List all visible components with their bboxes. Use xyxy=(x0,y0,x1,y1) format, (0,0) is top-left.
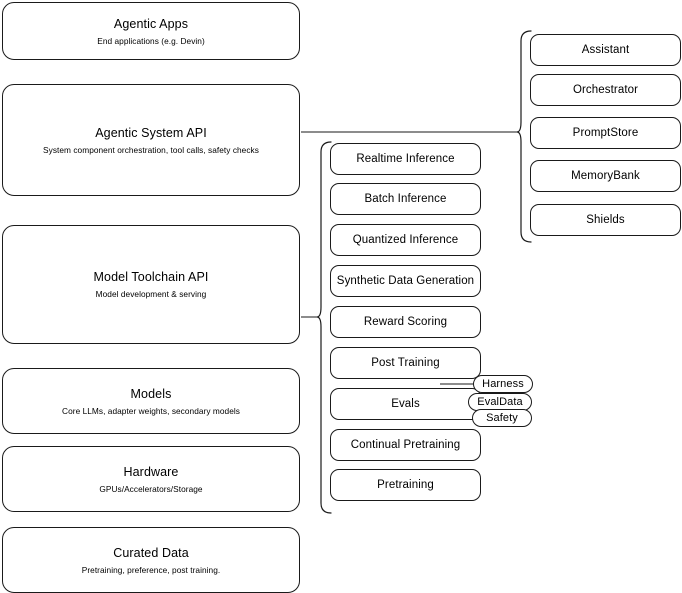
toolchain-item-batch-inference[interactable]: Batch Inference xyxy=(330,183,481,215)
system-item-label: Shields xyxy=(586,214,625,226)
evals-badge-label: Safety xyxy=(486,412,518,424)
toolchain-item-post-training[interactable]: Post Training xyxy=(330,347,481,379)
layer-title: Hardware xyxy=(123,464,179,479)
toolchain-item-realtime-inference[interactable]: Realtime Inference xyxy=(330,143,481,175)
system-item-label: Assistant xyxy=(581,44,630,56)
stack-layer-models[interactable]: Models Core LLMs, adapter weights, secon… xyxy=(2,368,300,434)
layer-title: Agentic System API xyxy=(95,125,207,140)
toolchain-item-label: Batch Inference xyxy=(364,193,447,205)
layer-title: Curated Data xyxy=(113,545,189,560)
system-item-label: PromptStore xyxy=(572,127,639,139)
stack-layer-agentic-system-api[interactable]: Agentic System API System component orch… xyxy=(2,84,300,196)
toolchain-item-label: Post Training xyxy=(371,357,440,369)
layer-title: Models xyxy=(130,386,172,401)
layer-subtitle: Pretraining, preference, post training. xyxy=(81,564,221,575)
system-item-shields[interactable]: Shields xyxy=(530,204,681,236)
brace-system-api xyxy=(516,30,532,243)
layer-subtitle: System component orchestration, tool cal… xyxy=(43,144,259,155)
toolchain-item-label: Pretraining xyxy=(377,479,434,491)
layer-title: Model Toolchain API xyxy=(93,270,209,284)
stack-layer-hardware[interactable]: Hardware GPUs/Accelerators/Storage xyxy=(2,446,300,512)
toolchain-item-label: Quantized Inference xyxy=(352,234,459,246)
toolchain-item-continual-pretraining[interactable]: Continual Pretraining xyxy=(330,429,481,461)
system-item-label: Orchestrator xyxy=(572,84,639,96)
layer-subtitle: Core LLMs, adapter weights, secondary mo… xyxy=(62,405,240,416)
evals-badge-safety[interactable]: Safety xyxy=(472,409,532,427)
system-item-memorybank[interactable]: MemoryBank xyxy=(530,160,681,192)
toolchain-item-label: Continual Pretraining xyxy=(350,439,461,451)
stack-layer-model-toolchain-api[interactable]: Model Toolchain API Model development & … xyxy=(2,225,300,344)
toolchain-item-label: Synthetic Data Generation xyxy=(336,275,475,287)
toolchain-item-quantized-inference[interactable]: Quantized Inference xyxy=(330,224,481,256)
stack-layer-curated-data[interactable]: Curated Data Pretraining, preference, po… xyxy=(2,527,300,593)
layer-subtitle: GPUs/Accelerators/Storage xyxy=(99,483,203,494)
evals-badge-harness[interactable]: Harness xyxy=(473,375,533,393)
evals-badge-label: EvalData xyxy=(477,396,523,408)
system-item-label: MemoryBank xyxy=(571,170,640,182)
toolchain-item-label: Reward Scoring xyxy=(363,316,448,328)
stack-layer-agentic-apps[interactable]: Agentic Apps End applications (e.g. Devi… xyxy=(2,2,300,60)
layer-title: Agentic Apps xyxy=(113,16,189,31)
toolchain-item-reward-scoring[interactable]: Reward Scoring xyxy=(330,306,481,338)
toolchain-item-pretraining[interactable]: Pretraining xyxy=(330,469,481,501)
brace-toolchain-api xyxy=(316,141,332,514)
toolchain-item-label: Evals xyxy=(391,398,420,410)
evals-badge-label: Harness xyxy=(482,378,524,390)
system-item-promptstore[interactable]: PromptStore xyxy=(530,117,681,149)
system-item-assistant[interactable]: Assistant xyxy=(530,34,681,66)
toolchain-item-label: Realtime Inference xyxy=(356,153,455,165)
toolchain-item-evals[interactable]: Evals xyxy=(330,388,481,420)
layer-subtitle: End applications (e.g. Devin) xyxy=(97,35,205,46)
layer-subtitle: Model development & serving xyxy=(95,289,207,299)
system-item-orchestrator[interactable]: Orchestrator xyxy=(530,74,681,106)
toolchain-item-synthetic-data-generation[interactable]: Synthetic Data Generation xyxy=(330,265,481,297)
